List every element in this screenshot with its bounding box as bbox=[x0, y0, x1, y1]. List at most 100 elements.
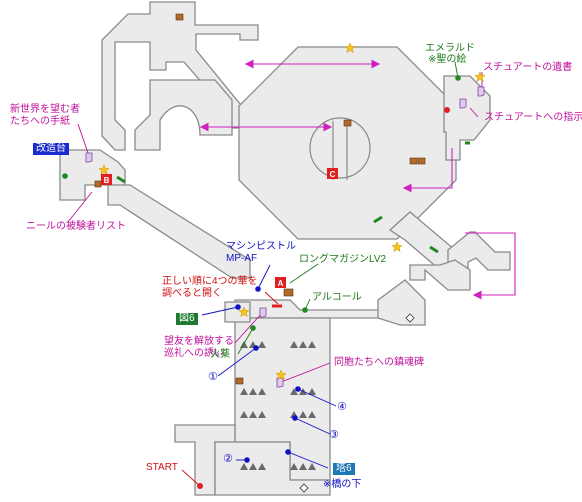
crate bbox=[283, 288, 294, 297]
star-icon bbox=[474, 71, 486, 83]
east-corridor bbox=[388, 211, 456, 271]
diamond-icon bbox=[299, 483, 309, 493]
floor-plan bbox=[59, 1, 511, 496]
star-icon bbox=[344, 42, 356, 54]
item-dot bbox=[302, 307, 308, 313]
star-picture-label: ※聖の絵 bbox=[428, 54, 467, 65]
link-arrows bbox=[199, 59, 516, 300]
number-3-label: ③ bbox=[329, 429, 339, 441]
star-icon bbox=[275, 369, 287, 381]
star-icon bbox=[98, 164, 110, 176]
leader-line bbox=[297, 388, 337, 407]
leader-line bbox=[181, 469, 201, 487]
octagon-ring bbox=[309, 117, 371, 179]
spike-row bbox=[290, 341, 316, 348]
leader-line bbox=[217, 347, 257, 377]
marker-c-label: C bbox=[330, 170, 336, 179]
flowers-label-1: 正しい順に4つの華を bbox=[162, 276, 258, 287]
item-dot bbox=[62, 173, 68, 179]
stuart-will-label: スチュアートの遺書 bbox=[483, 62, 573, 73]
leader-line bbox=[289, 263, 319, 284]
crate bbox=[94, 180, 102, 188]
item-dot bbox=[253, 345, 259, 351]
gunpowder-label: 火薬 bbox=[210, 349, 230, 360]
item-dot bbox=[455, 75, 461, 81]
note-icon bbox=[459, 98, 467, 109]
leader-line bbox=[280, 362, 331, 383]
save-stars bbox=[98, 42, 486, 381]
red-markers bbox=[101, 168, 338, 288]
marker-b bbox=[101, 174, 112, 185]
number-2-label: ② bbox=[223, 453, 233, 465]
door bbox=[116, 175, 126, 184]
east-end-room bbox=[377, 279, 426, 326]
note-icon bbox=[259, 307, 267, 318]
emerald-label: エメラルド bbox=[425, 43, 475, 54]
crate bbox=[235, 377, 244, 385]
neil-list-label: ニールの被験者リスト bbox=[26, 221, 126, 232]
marker-c bbox=[327, 168, 338, 179]
long-magazine-label: ロングマガジンLV2 bbox=[299, 254, 387, 265]
doors bbox=[116, 141, 470, 308]
top-left-corridor bbox=[101, 1, 259, 151]
link-arrow bbox=[402, 148, 453, 193]
door bbox=[373, 215, 383, 224]
item-dot bbox=[197, 483, 203, 489]
note-icon bbox=[85, 152, 93, 163]
item-dots bbox=[62, 75, 461, 489]
east-loop-2 bbox=[409, 259, 471, 291]
invite-label-2: 巡礼への誘い bbox=[164, 348, 224, 359]
leader-line bbox=[234, 312, 263, 344]
lower-left-corridor bbox=[107, 184, 251, 279]
new-world-letter-label-1: 新世界を望む者 bbox=[10, 104, 80, 115]
item-dot bbox=[292, 415, 298, 421]
number-4-label: ④ bbox=[337, 401, 347, 413]
leader-line bbox=[257, 264, 271, 290]
marker-a-label: A bbox=[278, 279, 284, 288]
item-dot bbox=[444, 107, 450, 113]
machine-pistol-label-1: マシンピストル bbox=[226, 241, 296, 252]
leader-line bbox=[287, 451, 329, 469]
leader-line bbox=[201, 306, 239, 316]
number-1-label: ① bbox=[208, 371, 218, 383]
flowers-label-2: 調べると開く bbox=[162, 288, 222, 299]
lower-hall bbox=[214, 441, 331, 496]
invite-label-1: 望友を解放する bbox=[164, 336, 234, 347]
spike-row bbox=[240, 411, 266, 418]
tower6-badge: 塔6 bbox=[333, 463, 355, 475]
star-icon bbox=[391, 241, 403, 253]
item-dot bbox=[295, 386, 301, 392]
circle-room bbox=[134, 79, 233, 151]
crate bbox=[417, 157, 426, 165]
crate bbox=[409, 157, 418, 165]
spike-row bbox=[240, 341, 266, 348]
new-world-letter-label-2: たちへの手紙 bbox=[10, 116, 70, 127]
crate bbox=[343, 119, 352, 127]
diamond-icon bbox=[405, 313, 415, 323]
leader-line bbox=[469, 107, 479, 118]
marker-a bbox=[275, 277, 286, 288]
item-dot bbox=[255, 286, 261, 292]
crates bbox=[94, 13, 426, 385]
marker-b-label: B bbox=[104, 176, 110, 185]
machine-pistol-label-2: MP-AF bbox=[226, 253, 258, 264]
under-bridge-label: ※橋の下 bbox=[323, 479, 362, 490]
stuart-instruction-label: スチュアートへの指示 bbox=[484, 112, 582, 123]
alcohol-label: アルコール bbox=[312, 292, 362, 303]
spike-row bbox=[240, 463, 266, 470]
leader-line bbox=[77, 123, 89, 154]
spike-row bbox=[290, 463, 316, 470]
leader-line bbox=[237, 327, 254, 355]
figure6-badge: 図6 bbox=[176, 313, 198, 325]
note-icon bbox=[477, 86, 485, 97]
door bbox=[429, 245, 439, 254]
requiem-label: 同胞たちへの鎮魂碑 bbox=[334, 357, 424, 368]
item-dot bbox=[244, 457, 250, 463]
leader-line bbox=[67, 191, 93, 223]
item-dot bbox=[250, 325, 256, 331]
crate bbox=[175, 13, 184, 21]
link-arrow bbox=[465, 232, 516, 300]
star-icon bbox=[238, 306, 250, 318]
switches bbox=[299, 313, 415, 493]
